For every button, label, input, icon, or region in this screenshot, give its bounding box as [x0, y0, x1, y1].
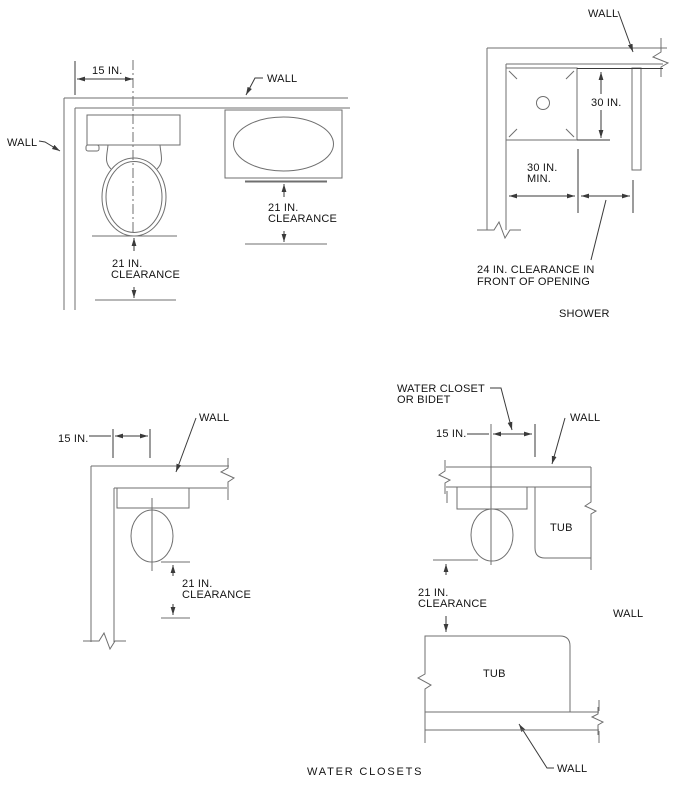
- clearance-label-line1: 21 IN.: [418, 587, 449, 599]
- upper-wall-break-left: [437, 460, 452, 494]
- tub-upper-outline: [534, 487, 591, 559]
- clearance-lines: [161, 561, 190, 619]
- wall-label: WALL: [199, 412, 229, 424]
- wc-clearance-label-line2: CLEARANCE: [111, 269, 180, 281]
- corner-wall: [486, 47, 667, 230]
- dim-30min-label-line2: MIN.: [527, 173, 551, 185]
- lav-clearance-label-line2: CLEARANCE: [268, 213, 337, 225]
- water-closet-plan: [456, 424, 528, 565]
- shower-pan: [505, 67, 578, 141]
- flush-handle: [85, 144, 100, 152]
- corner-ticks: [508, 70, 575, 138]
- tub-lower-label: TUB: [483, 668, 506, 680]
- wall-bottom-label: WALL: [557, 763, 587, 775]
- dim-30min-label-line1: 30 IN.: [527, 162, 558, 174]
- clearance-label-line1: 21 IN.: [182, 578, 213, 590]
- wall-leader: [175, 417, 197, 473]
- wall-break-bottom-left: [477, 220, 521, 240]
- toilet-bowl-outer: [101, 157, 167, 237]
- wall-left-leader: [38, 140, 61, 152]
- diagram-water-closet-lavatory: 15 IN. WALL WALL 21 IN. CLEARANCE 21 IN.…: [7, 60, 350, 310]
- dimensions: [89, 417, 197, 619]
- corner-wall: [90, 465, 229, 642]
- wc-clearance-lines: [92, 235, 177, 301]
- clearance-label-line2: CLEARANCE: [182, 589, 251, 601]
- bowl-neck: [106, 144, 162, 170]
- dim-15in-label: 15 IN.: [92, 65, 123, 77]
- dim-15in-label: 15 IN.: [58, 433, 89, 445]
- upper-wall: [446, 466, 591, 488]
- wall-break-top-right: [651, 38, 670, 77]
- wall-top-label: WALL: [267, 73, 297, 85]
- toilet-tank: [456, 486, 528, 510]
- tub-lower-plan: [416, 635, 605, 743]
- wall-bottom-leader: [518, 723, 554, 769]
- water-closets-caption: WATER CLOSETS: [307, 766, 423, 778]
- tub-upper-right-edge: [583, 467, 598, 570]
- dimensions: [433, 387, 566, 769]
- wall-label: WALL: [588, 8, 618, 20]
- wall-break-right: [219, 458, 236, 500]
- extension-lines: [112, 429, 151, 458]
- wc-clearance-label-line1: 21 IN.: [112, 258, 143, 270]
- corner-wall: [63, 97, 350, 310]
- diagram-shower: WALL 30 IN. 30 IN. MIN. 24 IN. CLEARANCE…: [477, 8, 670, 320]
- dim-15in-label: 15 IN.: [436, 428, 467, 440]
- toilet-bowl-inner: [105, 161, 163, 233]
- fixture-leader: [490, 387, 513, 431]
- shower-drain: [536, 96, 550, 110]
- lav-clearance-label-line1: 21 IN.: [268, 202, 299, 214]
- shower-door-panel: [631, 67, 642, 171]
- shower-caption: SHOWER: [559, 308, 610, 320]
- water-closet-plan: [116, 487, 190, 571]
- clearance-label-line2: CLEARANCE: [418, 598, 487, 610]
- fixture-label-line2: OR BIDET: [397, 394, 451, 406]
- shower-receptor: [505, 67, 642, 171]
- dimensions: [509, 10, 663, 261]
- tub-upper-label: TUB: [550, 522, 573, 534]
- tub-lower-outline: [416, 635, 571, 712]
- wall-top-label: WALL: [570, 412, 600, 424]
- water-closet-plan: [85, 60, 181, 237]
- dimensions: [38, 61, 327, 301]
- diagram-water-closet-bidet-tub: WATER CLOSET OR BIDET WALL 15 IN. TUB 21…: [397, 383, 643, 775]
- diagram-water-closet-corner: 15 IN. WALL 21 IN. CLEARANCE: [58, 412, 251, 651]
- clearance-label-line1: 24 IN. CLEARANCE IN: [477, 264, 595, 276]
- clearance-leader: [590, 199, 607, 261]
- wall-top-leader: [551, 417, 566, 465]
- bottom-wall-break-right: [590, 707, 605, 735]
- dim-30in-label: 30 IN.: [591, 97, 622, 109]
- wall-left-label: WALL: [7, 137, 37, 149]
- clearance-label-line2: FRONT OF OPENING: [477, 276, 590, 288]
- fixture-label-line1: WATER CLOSET: [397, 383, 485, 395]
- wall-top-leader: [245, 77, 263, 96]
- lavatory-counter: [224, 109, 343, 179]
- lavatory-basin: [233, 116, 334, 172]
- wall-right-label: WALL: [613, 608, 643, 620]
- lavatory-plan: [224, 109, 343, 183]
- wall-leader: [617, 10, 634, 53]
- wall-break-bottom: [83, 631, 126, 651]
- bottom-wall: [424, 700, 600, 743]
- toilet-bowl: [470, 508, 514, 562]
- extension-lines: [577, 68, 663, 213]
- toilet-tank: [116, 487, 190, 509]
